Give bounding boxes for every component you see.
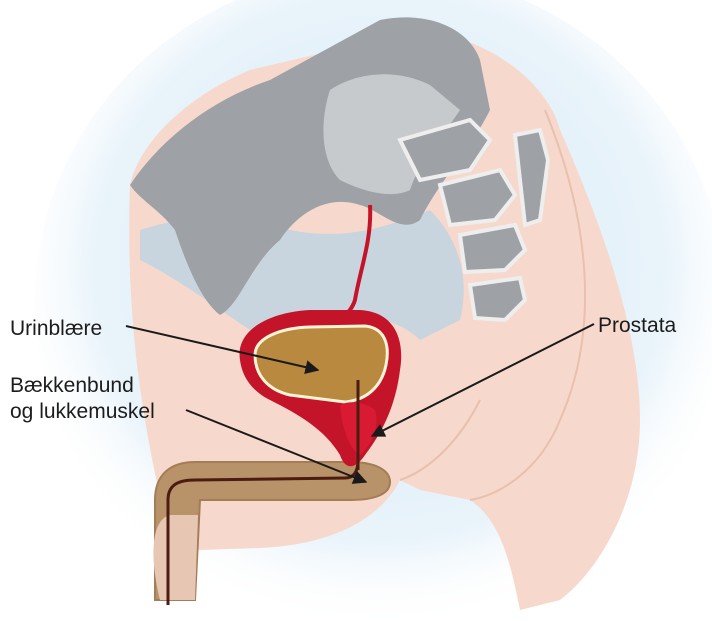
- bladder-label: Urinblære: [10, 316, 102, 342]
- pelvic-floor-label: Bækkenbund og lukkemuskel: [10, 373, 155, 425]
- scrotum: [153, 515, 198, 600]
- prostate-label: Prostata: [598, 313, 676, 339]
- pelvic-floor-label-line1: Bækkenbund: [10, 373, 155, 399]
- pelvic-floor-label-line2: og lukkemuskel: [10, 399, 155, 425]
- bladder-interior: [255, 326, 387, 402]
